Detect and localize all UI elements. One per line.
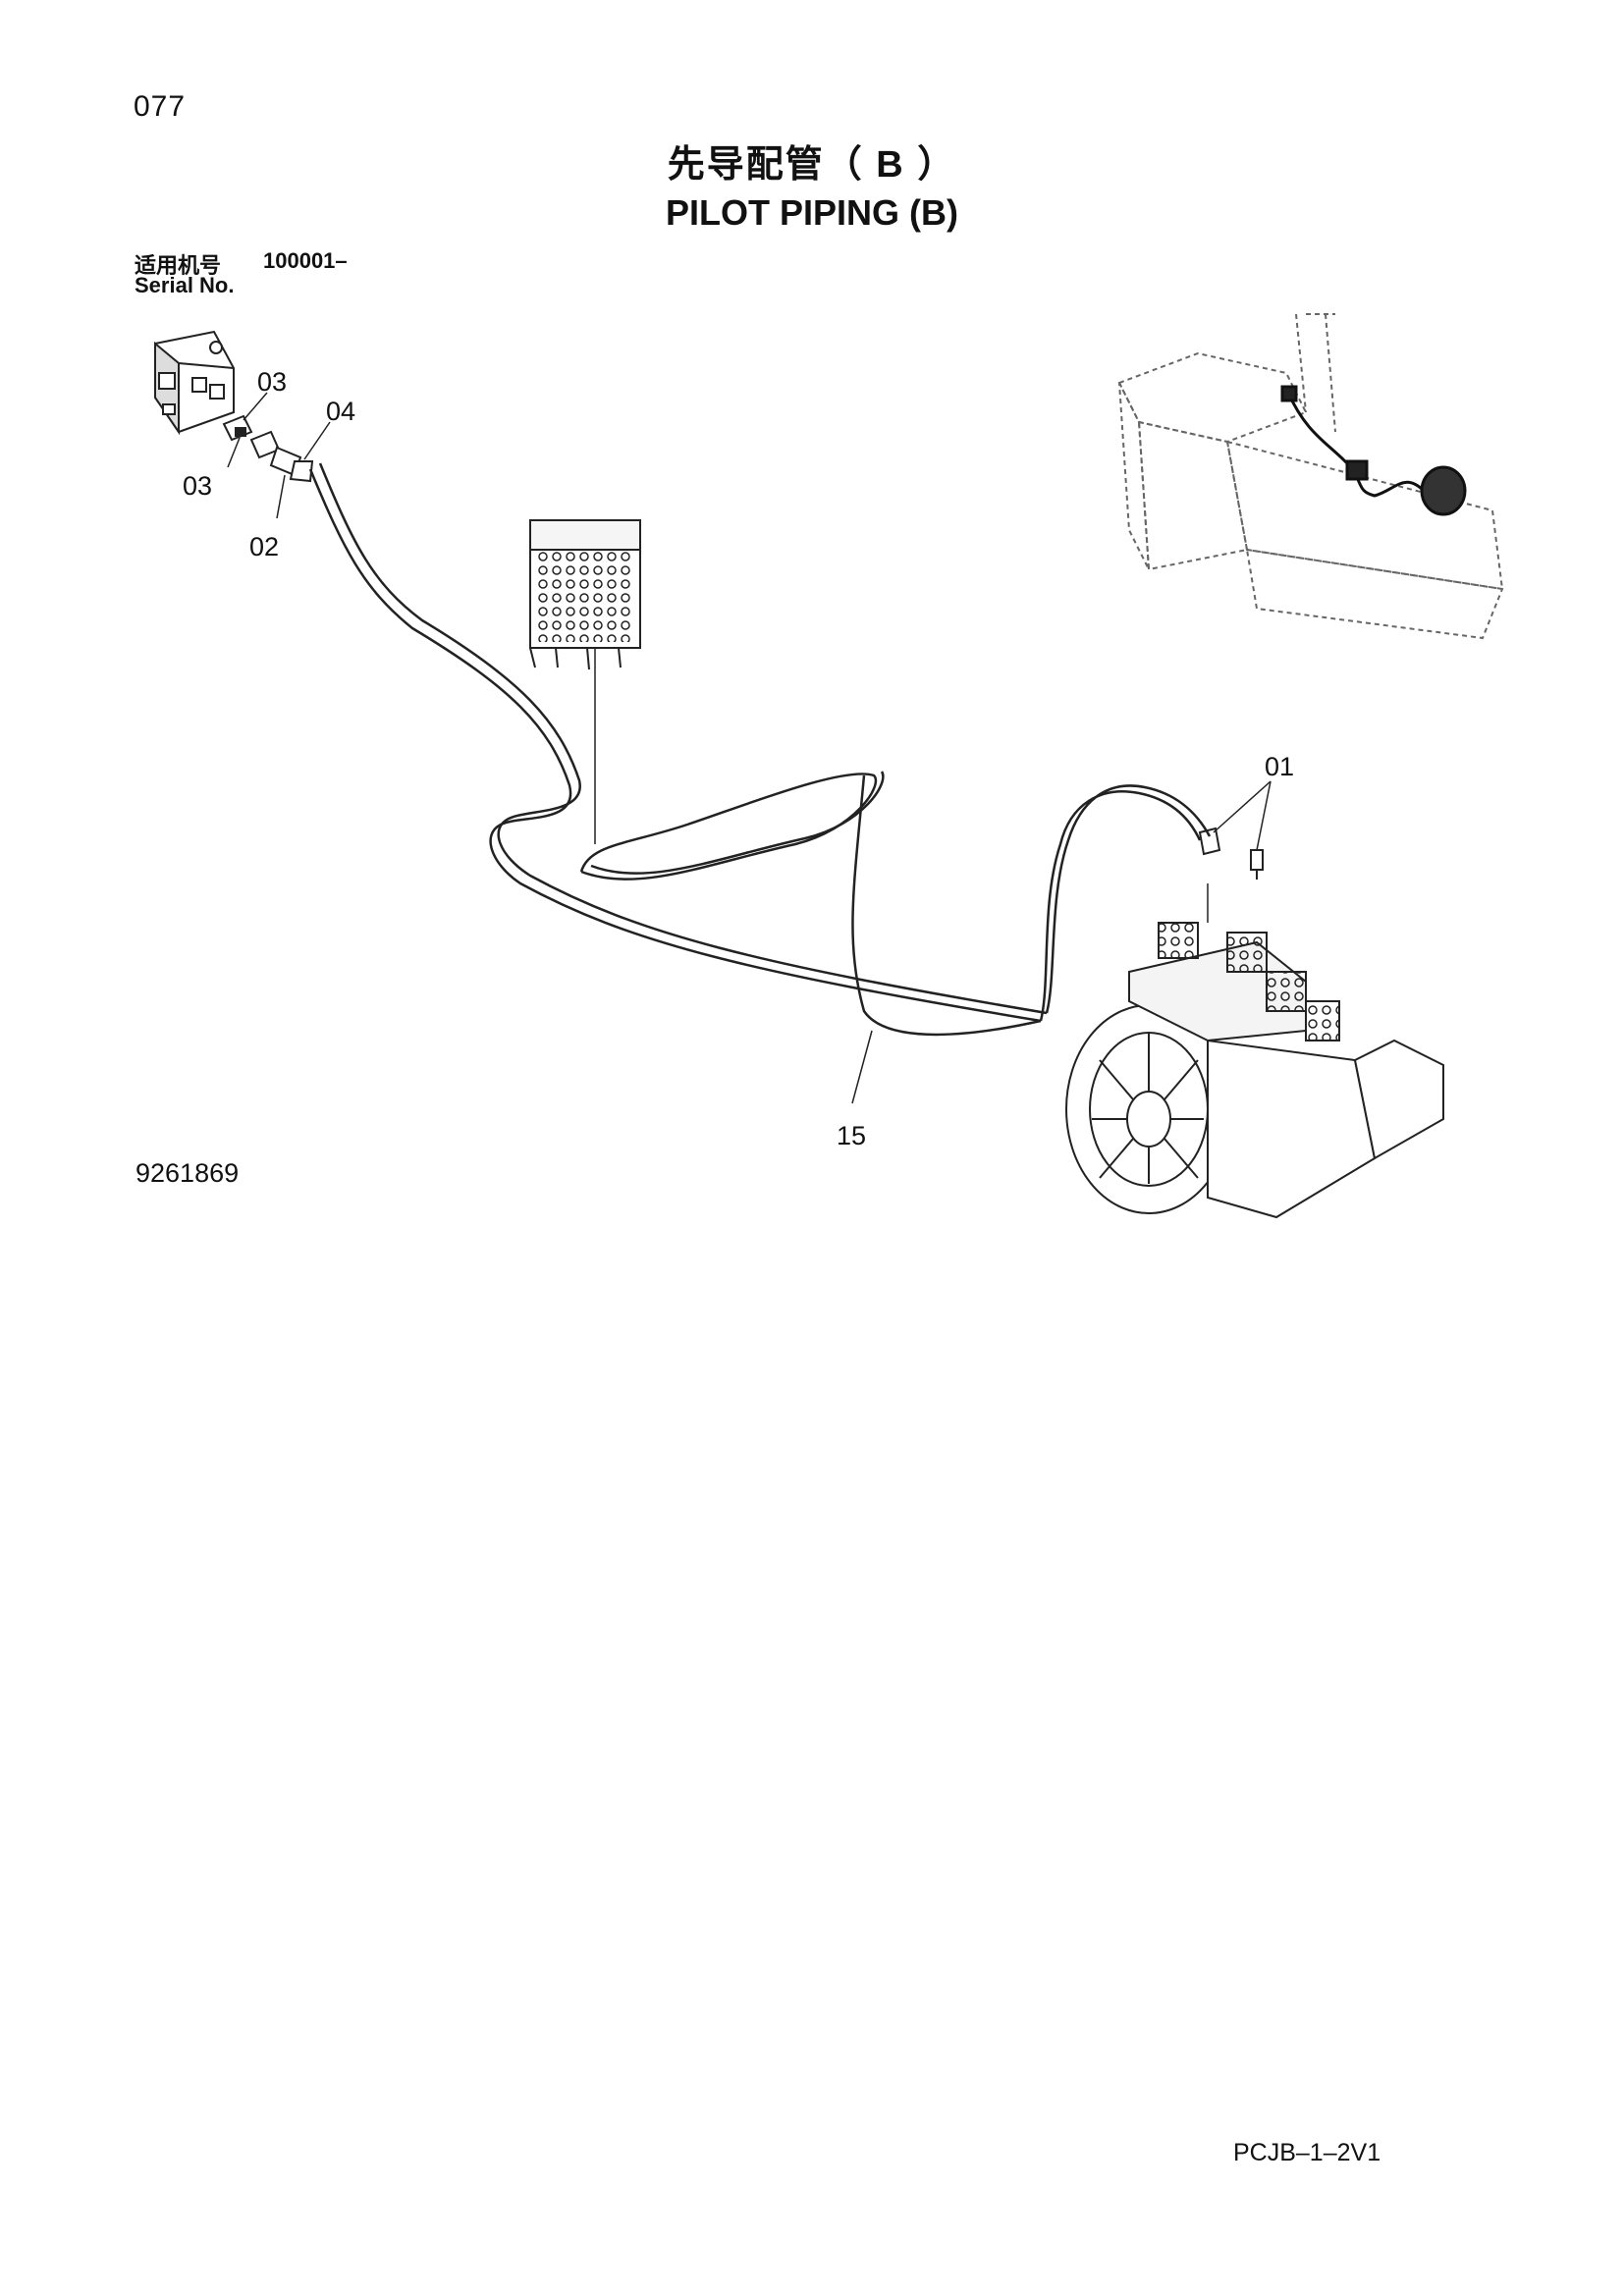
page-number: 077 — [134, 90, 187, 123]
serial-label-english: Serial No. — [135, 273, 235, 297]
excavator-highlight — [1280, 385, 1467, 516]
title-english: PILOT PIPING (B) — [665, 192, 958, 233]
callout-03-bottom: 03 — [183, 471, 212, 501]
serial-range: 100001– — [263, 248, 348, 273]
control-valve-block — [529, 519, 641, 844]
hose-fitting-02 — [269, 446, 314, 483]
connector-01 — [1198, 827, 1264, 880]
document-code: PCJB–1–2V1 — [1233, 2139, 1381, 2166]
pilot-valve-block — [154, 330, 235, 436]
pilot-hose-bundle — [308, 462, 1212, 1037]
callout-04: 04 — [326, 397, 355, 426]
diagram-code: 9261869 — [135, 1158, 240, 1188]
callout-01: 01 — [1265, 752, 1294, 781]
serial-label-chinese: 适用机号 — [135, 253, 222, 278]
callout-15: 15 — [837, 1121, 866, 1150]
callout-03-top: 03 — [257, 367, 287, 397]
callout-02: 02 — [249, 532, 279, 561]
leader-lines — [227, 392, 1272, 1104]
title-chinese: 先导配管（ B ） — [667, 144, 957, 186]
main-pump — [1065, 883, 1444, 1219]
fittings-03 — [222, 414, 281, 459]
excavator-locator-view — [1117, 313, 1504, 640]
